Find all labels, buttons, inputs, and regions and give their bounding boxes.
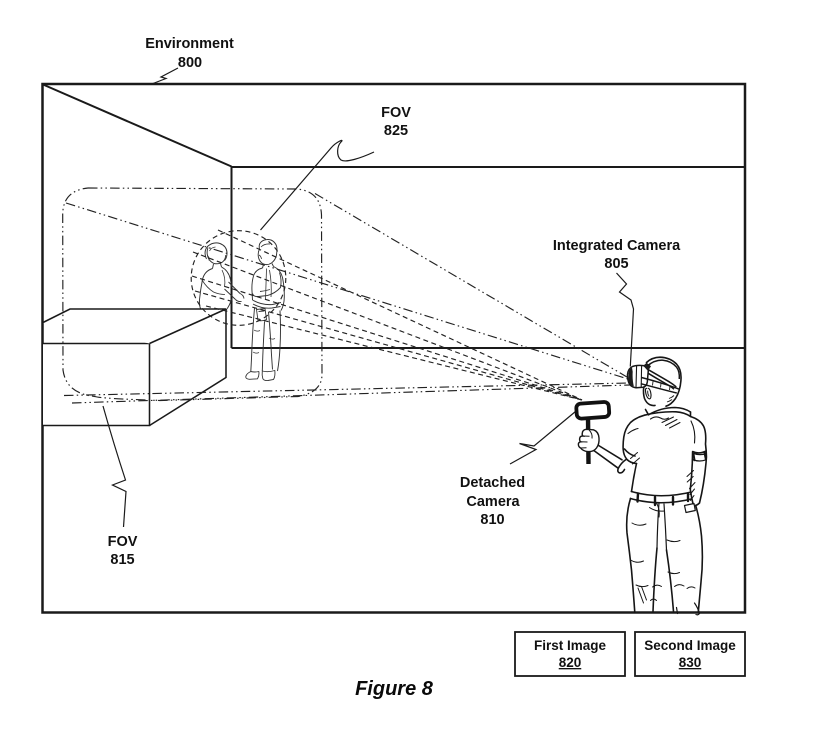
svg-text:Second Image: Second Image <box>644 638 736 653</box>
svg-text:Camera: Camera <box>466 494 520 510</box>
svg-text:815: 815 <box>110 552 134 568</box>
svg-text:805: 805 <box>604 256 628 272</box>
svg-text:FOV: FOV <box>381 105 411 121</box>
svg-text:First Image: First Image <box>534 638 607 653</box>
svg-text:820: 820 <box>559 655 582 670</box>
svg-text:830: 830 <box>679 655 702 670</box>
svg-text:Environment: Environment <box>145 36 234 52</box>
svg-text:Figure 8: Figure 8 <box>355 678 434 700</box>
svg-text:Detached: Detached <box>460 475 525 491</box>
svg-text:Integrated Camera: Integrated Camera <box>553 238 681 254</box>
svg-text:800: 800 <box>178 55 202 71</box>
svg-text:825: 825 <box>384 123 408 139</box>
svg-text:810: 810 <box>480 512 504 528</box>
svg-text:FOV: FOV <box>108 534 138 550</box>
